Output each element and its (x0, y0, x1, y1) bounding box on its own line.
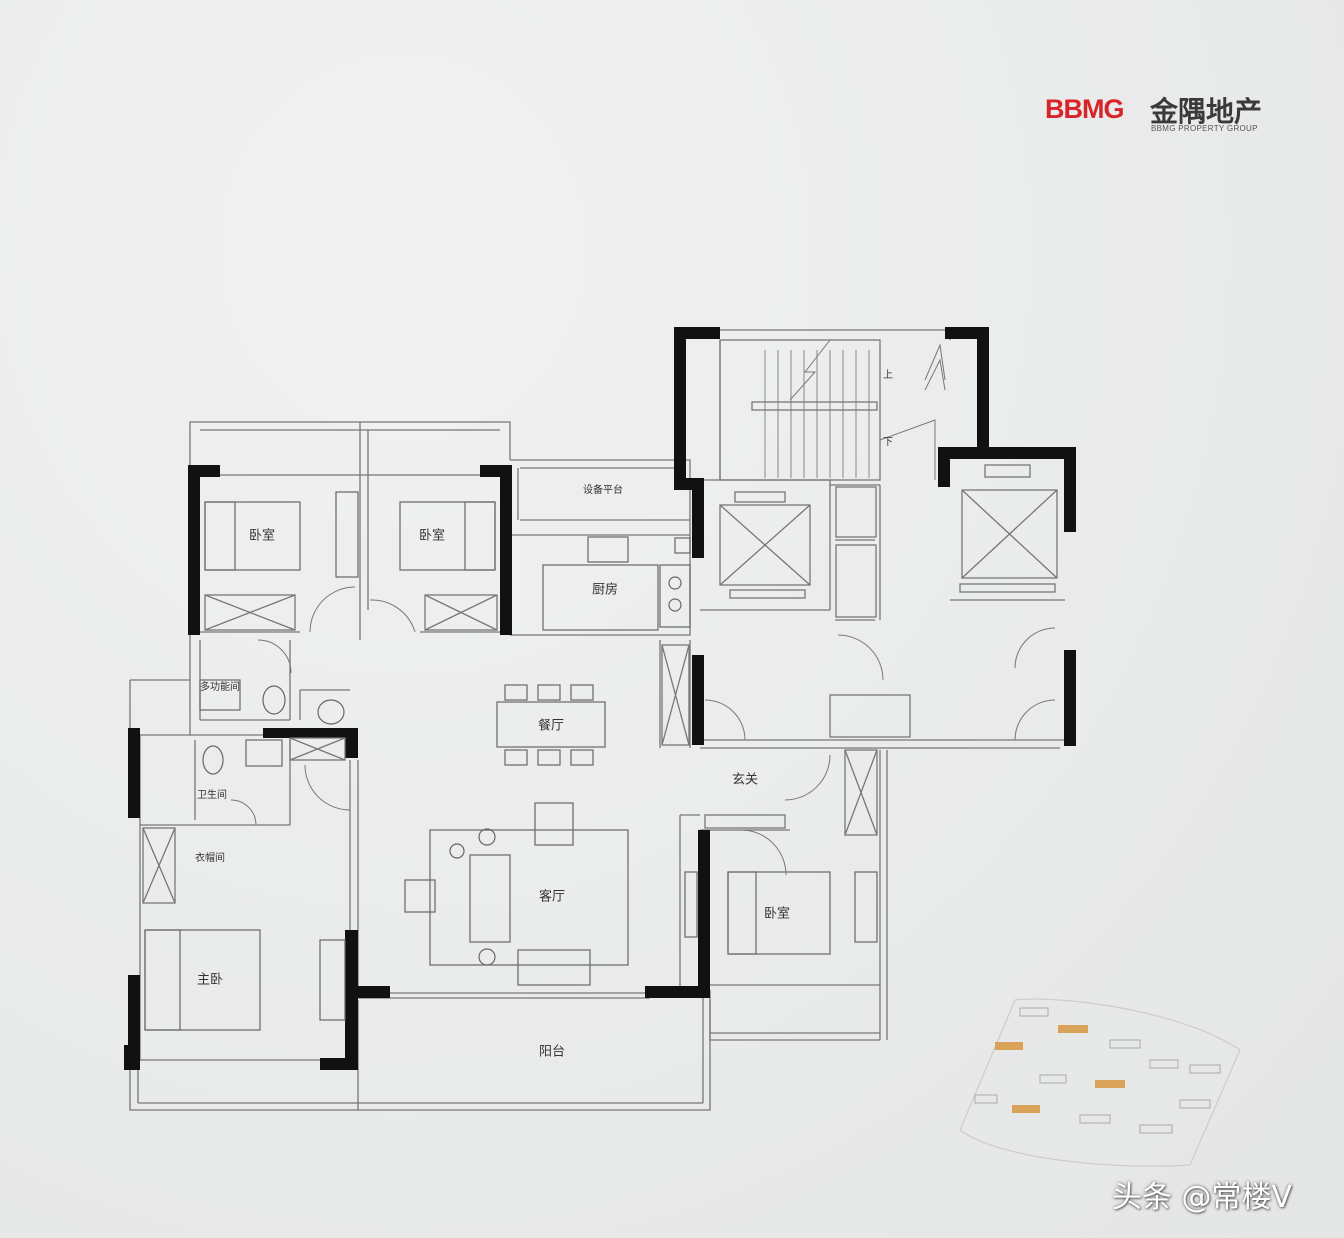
site-key-plan (959, 998, 1241, 1167)
thin-walls (129, 329, 1065, 1111)
kitchen-fixtures (542, 536, 691, 631)
living-furniture (404, 802, 629, 986)
elevator-left (719, 491, 811, 599)
stair-down-label: 下 (883, 437, 893, 448)
bedroom-1-label: 卧室 (249, 528, 275, 544)
thick-walls (124, 327, 1076, 1070)
master-bedroom-label: 主卧 (197, 973, 223, 988)
bedroom-2-label: 卧室 (419, 528, 445, 544)
beds (144, 491, 878, 1031)
bathroom-label: 卫生间 (197, 788, 227, 801)
equipment-platform-label: 设备平台 (583, 483, 623, 496)
watermark-text: 头条 @常楼V (1112, 1180, 1293, 1215)
door-swings (230, 586, 1056, 876)
logo-name-en: BBMG PROPERTY GROUP (1151, 124, 1258, 133)
logo-brand: BBMG (1045, 94, 1124, 124)
stairwell (719, 339, 946, 481)
entrance-label: 玄关 (732, 773, 758, 788)
elevator-right (959, 464, 1058, 593)
logo-name-cn: 金隅地产 (1150, 95, 1263, 128)
bbmg-logo: BBMG 金隅地产 BBMG PROPERTY GROUP (1045, 90, 1275, 140)
stair-up-label: 上 (883, 369, 893, 381)
living-room-label: 客厅 (539, 889, 565, 905)
multi-function-room-label: 多功能间 (200, 680, 240, 693)
dining-set (496, 684, 606, 766)
cloakroom-label: 衣帽间 (195, 851, 225, 864)
balcony-label: 阳台 (539, 1045, 565, 1060)
bedroom-3-label: 卧室 (764, 906, 790, 922)
kitchen-label: 厨房 (592, 582, 618, 598)
storage-cabinets (142, 486, 911, 904)
dining-room-label: 餐厅 (538, 718, 564, 734)
bathroom-fixtures (199, 679, 345, 775)
